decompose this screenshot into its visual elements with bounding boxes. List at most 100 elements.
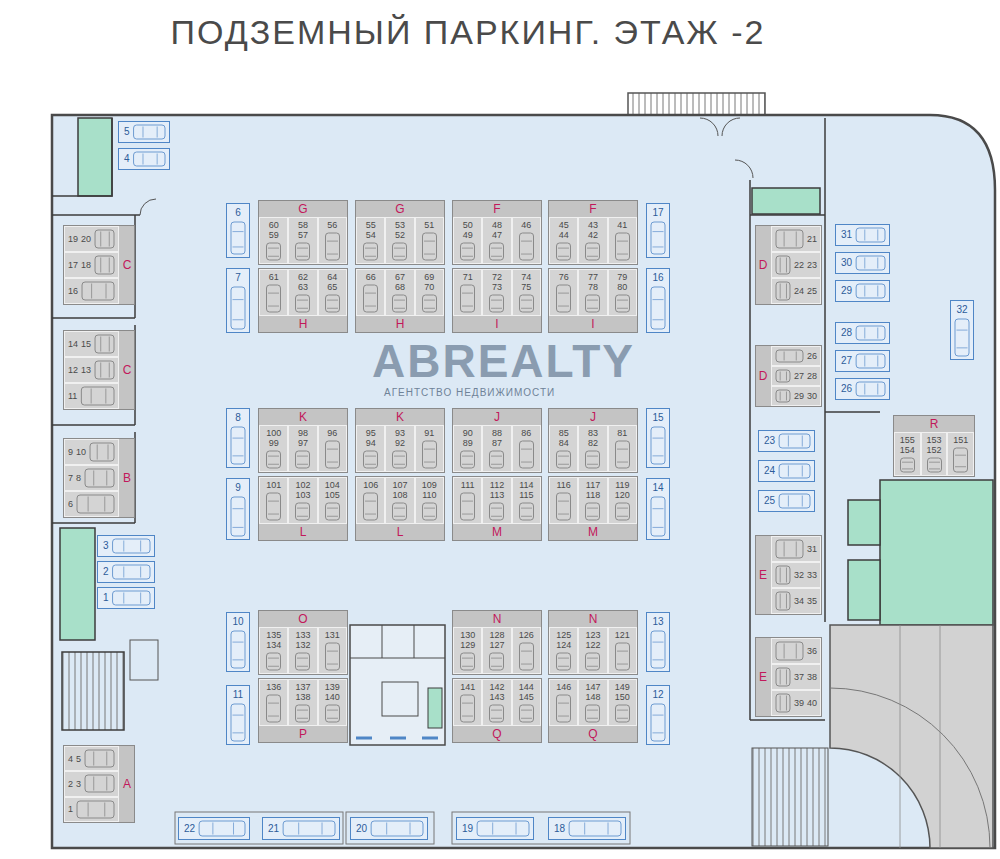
car-window [140, 593, 141, 604]
car-body [267, 451, 281, 468]
block-letter: E [756, 567, 770, 583]
tandem-space: 102103 [288, 477, 317, 524]
space-number: 56 [327, 220, 337, 230]
car-window [297, 658, 308, 659]
bay-outline [452, 812, 630, 844]
car-window [955, 455, 966, 456]
car-window [521, 710, 532, 711]
car-body [519, 233, 533, 260]
car-window [786, 258, 787, 273]
bay-outline [175, 812, 343, 844]
tandem-space: 142143 [482, 679, 511, 726]
space-number: 14 [652, 482, 663, 494]
block-letter: C [120, 362, 134, 378]
car-window [142, 154, 143, 165]
tandem-space: 11 [64, 383, 119, 409]
car-window [268, 306, 279, 307]
car-window [394, 464, 405, 465]
car-body [557, 451, 571, 468]
tandem-space: 23 [64, 771, 119, 796]
car-icon [461, 451, 475, 468]
car-body [519, 503, 533, 520]
parking-space: 6 [226, 203, 250, 258]
car-window [521, 718, 532, 719]
car-window [327, 300, 338, 301]
tandem-space: 111 [453, 477, 482, 524]
tandem-space: 119120 [608, 477, 637, 524]
space-number: 22 [184, 823, 195, 835]
car-window [877, 328, 878, 339]
space-number: 60 [269, 220, 279, 230]
car-body [490, 243, 504, 260]
car-icon [77, 801, 114, 818]
car-window [558, 464, 569, 465]
space-number: 30 [807, 391, 817, 401]
car-body [296, 503, 310, 520]
car-window [780, 594, 781, 609]
tandem-space: 153152 [921, 432, 948, 476]
car-window [780, 258, 781, 273]
space-number: 20 [81, 234, 91, 244]
car-window [780, 670, 781, 685]
car-window [106, 752, 107, 766]
car-window [491, 516, 502, 517]
block-letter: F [586, 201, 600, 217]
car-window [268, 703, 279, 704]
car-window [327, 462, 338, 463]
car-window [780, 284, 781, 299]
car-icon [85, 750, 114, 767]
space-number: 90 [463, 428, 473, 438]
car-window [521, 308, 532, 309]
car-icon [267, 695, 281, 722]
car-window [653, 715, 664, 716]
car-body [569, 821, 621, 836]
car-icon [651, 497, 665, 536]
car-icon [856, 382, 885, 396]
space-number: 54 [366, 230, 376, 240]
car-window [521, 462, 532, 463]
car-window [786, 594, 787, 609]
car-window [558, 716, 569, 717]
space-number: 19 [68, 234, 78, 244]
service-room [428, 688, 442, 728]
parking-block: 3637383940E [755, 637, 822, 717]
tandem-space: 137138 [288, 679, 317, 726]
car-window [424, 241, 435, 242]
space-number: 42 [588, 230, 598, 240]
space-number: 123 [585, 630, 600, 640]
car-icon [364, 451, 378, 468]
car-window [617, 651, 628, 652]
car-window [365, 256, 376, 257]
car-window [268, 658, 279, 659]
space-number: 148 [585, 692, 600, 702]
car-window [491, 456, 502, 457]
car-window [784, 232, 785, 247]
ramp [830, 625, 993, 848]
block-letter: J [586, 409, 600, 425]
car-window [802, 436, 803, 447]
car-body [901, 458, 915, 472]
car-body [519, 441, 533, 468]
car-body [776, 390, 790, 402]
block-letter: J [490, 409, 504, 425]
car-window [268, 293, 279, 294]
car-body [267, 493, 281, 520]
car-window [424, 308, 435, 309]
tandem-space: 1 [64, 797, 119, 822]
tandem-space: 8887 [482, 425, 511, 472]
car-body [422, 503, 436, 520]
parking-space: 25 [758, 490, 815, 512]
car-icon [586, 705, 600, 722]
car-icon [954, 448, 968, 472]
car-window [653, 527, 664, 528]
space-number: 29 [794, 391, 804, 401]
car-window [233, 299, 244, 300]
block-letter: P [296, 726, 310, 742]
space-number: 92 [395, 438, 405, 448]
car-icon [651, 631, 665, 668]
space-number: 25 [764, 495, 775, 507]
car-icon [267, 243, 281, 260]
car-body [776, 694, 790, 712]
car-window [786, 392, 787, 401]
tandem-space: 123122 [578, 627, 607, 674]
